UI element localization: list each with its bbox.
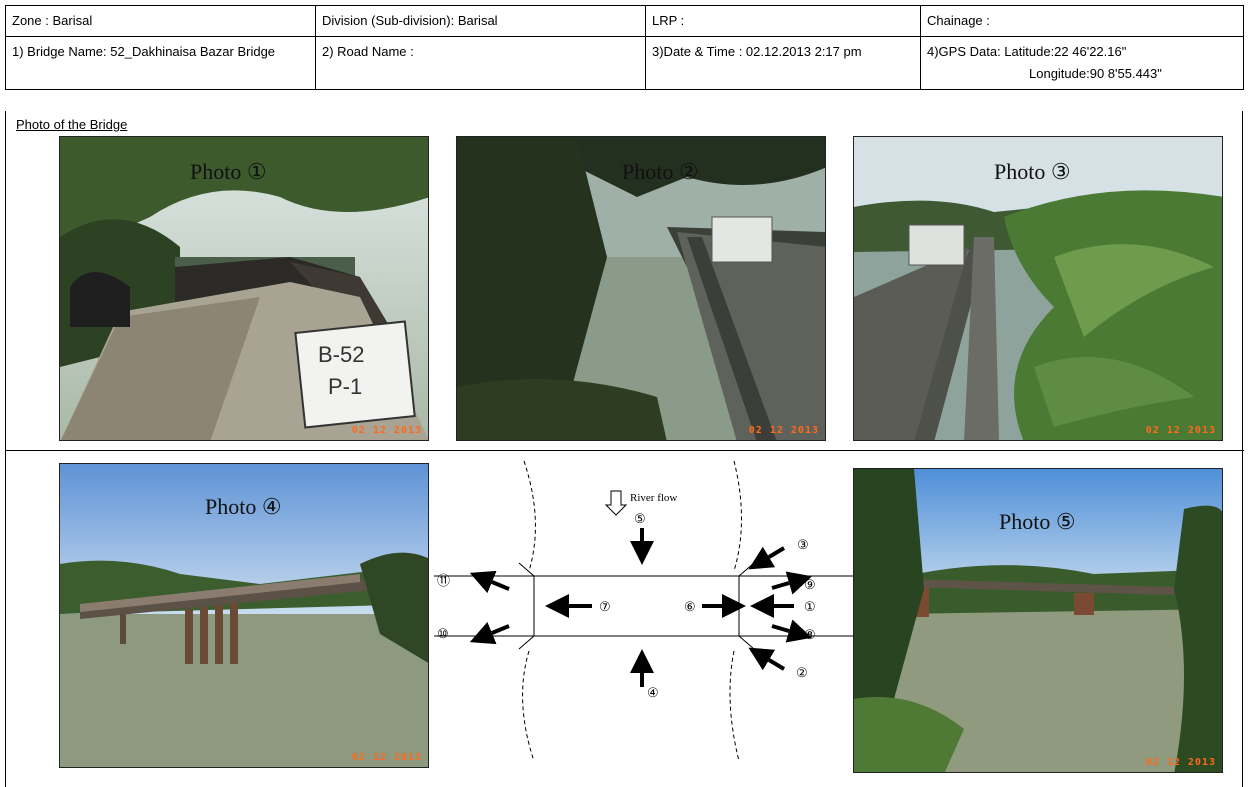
gps-longitude: Longitude:90 8'55.443" [1029,66,1162,81]
marker-2: ② [796,665,808,680]
photo-5: Photo ⑤ 02 12 2013 [853,468,1223,773]
location-diagram: River flow ⑤ ⑦ ⑥ ① ③ ⑨ ⑧ ② ④ ⑪ ⑩ [434,461,854,761]
arrow-3 [748,546,786,570]
photo-1: B-52 P-1 Photo ① 02 12 2013 [59,136,429,441]
marker-10: ⑩ [437,626,449,641]
photo-4-label: Photo ④ [205,494,282,519]
photo-4-date: 02 12 2013 [351,752,422,763]
gps-cell: 4)GPS Data: Latitude:22 46'22.16" Longit… [920,36,1244,90]
date-time-cell: 3)Date & Time : 02.12.2013 2:17 pm [645,36,921,90]
photo-2-date: 02 12 2013 [748,425,819,436]
arrow-9 [771,571,813,595]
marker-4: ④ [647,685,659,700]
section-divider [6,450,1244,451]
river-bank-left [522,461,536,761]
river-bank-right [729,461,742,761]
river-flow-label: River flow [630,492,677,504]
photo-5-date: 02 12 2013 [1145,757,1216,768]
photo-1-sign-line-2: P-1 [328,374,362,399]
chainage-cell: Chainage : [920,5,1244,37]
arrow-11 [469,570,510,594]
marker-6: ⑥ [684,599,696,614]
marker-11: ⑪ [437,573,450,588]
photo-4: Photo ④ 02 12 2013 [59,463,429,768]
marker-8: ⑧ [804,627,816,642]
division-cell: Division (Sub-division): Barisal [315,5,646,37]
marker-7: ⑦ [599,599,611,614]
photo-2-label: Photo ② [622,159,699,184]
arrow-8 [771,619,813,643]
photo-3-label: Photo ③ [994,159,1071,184]
marker-3: ③ [797,537,809,552]
river-flow-arrow [604,490,628,516]
section-title: Photo of the Bridge [16,117,128,132]
marker-9: ⑨ [804,577,816,592]
arrow-10 [469,621,510,645]
header-table: Zone : Barisal Division (Sub-division): … [5,5,1244,90]
zone-cell: Zone : Barisal [5,5,316,37]
photo-1-sign-line-1: B-52 [318,342,364,367]
photo-section: Photo of the Bridge B-52 P-1 Photo ① 02 … [5,111,1244,787]
road-name-cell: 2) Road Name : [315,36,646,90]
photo-3: Photo ③ 02 12 2013 [853,136,1223,441]
bridge-name-cell: 1) Bridge Name: 52_Dakhinaisa Bazar Brid… [5,36,316,90]
photo-2: Photo ② 02 12 2013 [456,136,826,441]
photo-5-label: Photo ⑤ [999,509,1076,534]
gps-latitude: 4)GPS Data: Latitude:22 46'22.16" [927,44,1127,59]
photo-1-label: Photo ① [190,159,267,184]
marker-1: ① [804,599,816,614]
photo-1-date: 02 12 2013 [351,425,422,436]
lrp-cell: LRP : [645,5,921,37]
marker-5: ⑤ [634,511,646,526]
arrow-2 [748,647,786,671]
photo-3-date: 02 12 2013 [1145,425,1216,436]
